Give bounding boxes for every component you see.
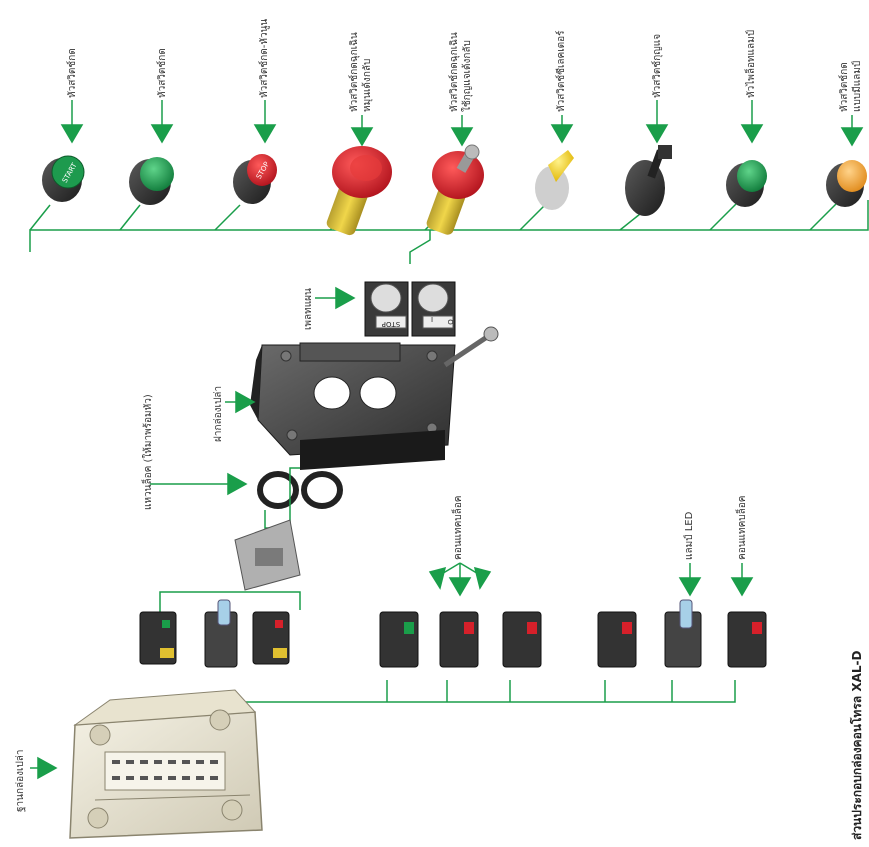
base-bus-line xyxy=(179,680,736,710)
head-label-4: หัวสวิตช์กดฉุกเฉินหมุนเด้งกลับ xyxy=(349,32,373,112)
legend-plate-label: เพลทแผน xyxy=(303,288,314,330)
legend-plate-stop: STOP xyxy=(364,281,409,337)
lock-ring-arrow xyxy=(150,472,248,496)
led-and-block-arrows xyxy=(678,563,754,597)
head-label-3: หัวสวิตช์กด-หัวนูน xyxy=(259,18,270,98)
plate-stop-label: STOP xyxy=(382,320,400,328)
pilot-lamp-head xyxy=(726,160,767,207)
plate-i-label: I xyxy=(431,316,433,324)
pushbutton-green-head xyxy=(129,157,174,205)
legend-plate-arrow xyxy=(315,286,356,310)
lock-rings xyxy=(257,467,343,529)
emergency-stop-turn-head xyxy=(326,146,392,236)
contact-block-label: คอนแทคบล็อค xyxy=(453,495,464,560)
pushbutton-stop-head: STOP xyxy=(233,154,277,204)
pushbutton-start-head: START xyxy=(42,155,85,202)
head-label-9: หัวสวิตช์กดแบบมีแลมป์ xyxy=(839,60,863,112)
contact-blocks-right xyxy=(597,599,767,668)
head-label-7: หัวสวิตช์กุญแจ xyxy=(652,33,663,98)
lock-ring-label: แหวนล็อค (ให้มาพร้อมหัว) xyxy=(143,394,154,510)
head-label-2: หัวสวิตช์กด xyxy=(157,48,168,98)
head-label-1: หัวสวิตช์กด xyxy=(67,48,78,98)
selector-switch-head xyxy=(535,150,574,210)
cover-arrow xyxy=(225,390,256,414)
contact-block-arrows xyxy=(428,562,492,597)
contact-blocks-middle xyxy=(379,611,542,668)
head-label-6: หัวสวิตช์ซีเลคเตอร์ xyxy=(556,30,567,112)
cover-label: ฝากล่องเปล่า xyxy=(213,385,224,442)
emergency-stop-key-head xyxy=(426,144,484,235)
head-label-5: หัวสวิตช์กดฉุกเฉินใช้กุญแจเด้งกลับ xyxy=(449,32,473,112)
contact-block-label-2: คอนแทคบล็อค xyxy=(737,495,748,560)
legend-plate-o-i: O I xyxy=(411,281,456,337)
base-label: ฐานกล่องเปล่า xyxy=(15,749,26,812)
diagram-title: ส่วนประกอบกล่องคอนโทรล XAL-D xyxy=(850,650,864,840)
key-switch-head xyxy=(625,145,672,216)
cover-screw xyxy=(443,326,499,368)
led-lamp-label: แลมป์ LED xyxy=(684,511,695,560)
head-arrows xyxy=(60,100,864,147)
head-label-8: หัวไพล็อทแลมป์ xyxy=(746,29,757,98)
enclosure-base xyxy=(69,689,263,839)
illuminated-pushbutton-head xyxy=(826,160,867,207)
contact-blocks-left xyxy=(139,591,301,668)
enclosure-cover xyxy=(250,342,456,470)
base-arrow xyxy=(30,756,58,780)
mounting-bracket xyxy=(234,519,301,591)
plate-o-label: O xyxy=(446,319,454,325)
